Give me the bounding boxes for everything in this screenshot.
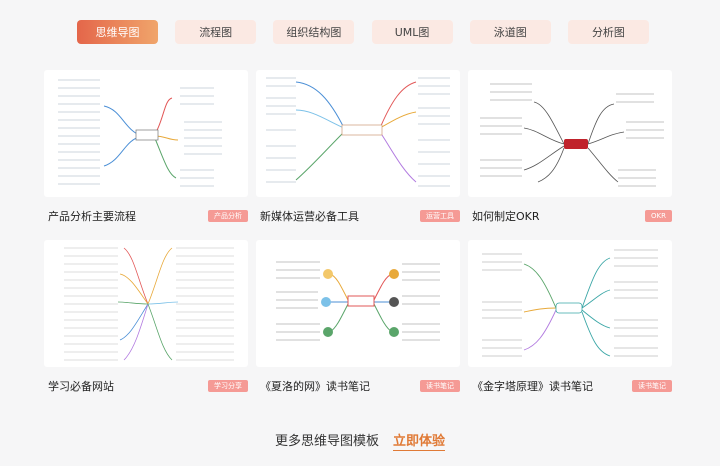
- template-tag: 学习分享: [208, 380, 248, 392]
- tab-analysis[interactable]: 分析图: [567, 20, 649, 44]
- template-thumbnail[interactable]: [468, 240, 672, 367]
- template-card[interactable]: 产品分析主要流程 产品分析: [44, 70, 248, 223]
- template-title: 《金字塔原理》读书笔记: [472, 380, 593, 393]
- try-now-link[interactable]: 立即体验: [393, 430, 446, 451]
- template-tag: 读书笔记: [420, 380, 460, 392]
- template-title: 如何制定OKR: [472, 210, 540, 223]
- template-title: 《夏洛的网》读书笔记: [260, 380, 370, 393]
- template-tag: 读书笔记: [632, 380, 672, 392]
- template-card[interactable]: 《金字塔原理》读书笔记 读书笔记: [468, 240, 672, 393]
- template-tag: 产品分析: [208, 210, 248, 222]
- template-card[interactable]: 如何制定OKR OKR: [468, 70, 672, 223]
- more-templates-text: 更多思维导图模板: [274, 434, 379, 449]
- template-title: 学习必备网站: [48, 380, 114, 393]
- template-category-tabs: 思维导图 流程图 组织结构图 UML图 泳道图 分析图: [77, 20, 649, 44]
- template-title: 新媒体运营必备工具: [260, 210, 359, 223]
- template-thumbnail[interactable]: [44, 240, 248, 367]
- tab-mindmap[interactable]: 思维导图: [77, 20, 158, 44]
- tab-flowchart[interactable]: 流程图: [175, 20, 257, 44]
- template-card[interactable]: 《夏洛的网》读书笔记 读书笔记: [256, 240, 460, 393]
- template-card[interactable]: 学习必备网站 学习分享: [44, 240, 248, 393]
- template-card[interactable]: 新媒体运营必备工具 运营工具: [256, 70, 460, 223]
- template-thumbnail[interactable]: [468, 70, 672, 197]
- template-title: 产品分析主要流程: [48, 210, 136, 223]
- template-thumbnail[interactable]: [256, 70, 460, 197]
- template-thumbnail[interactable]: [44, 70, 248, 197]
- template-tag: 运营工具: [420, 210, 460, 222]
- tab-org-chart[interactable]: 组织结构图: [273, 20, 355, 44]
- tab-swimlane[interactable]: 泳道图: [469, 20, 551, 44]
- template-tag: OKR: [645, 210, 672, 222]
- more-templates-footer: 更多思维导图模板 立即体验: [0, 430, 720, 451]
- tab-uml[interactable]: UML图: [371, 20, 453, 44]
- template-thumbnail[interactable]: [256, 240, 460, 367]
